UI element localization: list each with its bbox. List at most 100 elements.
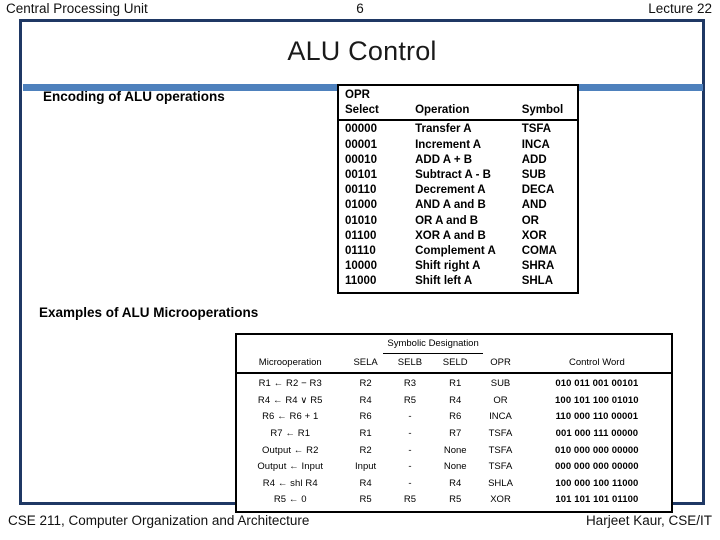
micro-group-spacer-left	[237, 335, 343, 355]
cell-select: 00110	[345, 184, 377, 197]
alu-header-operation: Operation	[415, 103, 522, 122]
cell-operation: ADD A + B	[415, 153, 473, 166]
cell-select: 10000	[345, 260, 377, 273]
cell-operation: Increment A	[415, 138, 482, 151]
cell-symbol: DECA	[521, 184, 555, 197]
table-row: 01010 OR A and B OR	[339, 214, 577, 229]
alu-header-opr: OPR	[345, 89, 370, 101]
cell-select: 00101	[345, 169, 377, 182]
table-row: R4 ← R4 ∨ R5 R4 R5 R4 OR 100 101 100 010…	[237, 393, 671, 410]
table-row: 00101 Subtract A - B SUB	[339, 168, 577, 183]
cell-control-word: 010 011 001 00101	[555, 378, 639, 390]
cell-select: 01010	[345, 214, 377, 227]
cell-selb: R3	[403, 378, 417, 390]
alu-encoding-table: OPR Select Operation Symbol 00000 Transf…	[337, 84, 579, 294]
cell-microoperation: R7 ← R1	[270, 427, 311, 439]
slide-header: Central Processing Unit 6 Lecture 22	[0, 0, 720, 20]
table-row: 00001 Increment A INCA	[339, 138, 577, 153]
cell-operation: Shift right A	[415, 260, 481, 273]
cell-control-word: 010 000 000 00000	[555, 444, 639, 456]
cell-opr: TSFA	[488, 461, 513, 473]
cell-selb: R5	[403, 394, 417, 406]
header-slide-number: 6	[356, 1, 364, 16]
cell-operation: Transfer A	[415, 123, 472, 136]
header-course-title: Central Processing Unit	[6, 1, 148, 16]
micro-group-symbolic-designation-label: Symbolic Designation	[383, 337, 483, 354]
cell-control-word: 001 000 111 00000	[555, 427, 639, 439]
cell-sela: R5	[359, 494, 372, 506]
alu-header-spacer-2	[522, 86, 577, 103]
table-row: 01110 Complement A COMA	[339, 244, 577, 259]
cell-control-word: 100 101 100 01010	[555, 394, 639, 406]
micro-group-spacer-right	[523, 335, 671, 355]
cell-symbol: OR	[521, 214, 539, 227]
micro-header-microoperation: Microoperation	[237, 354, 344, 375]
cell-seld: R1	[449, 378, 462, 390]
cell-microoperation: Output ← R2	[261, 444, 319, 456]
cell-operation: Decrement A	[415, 184, 486, 197]
table-row: 00010 ADD A + B ADD	[339, 153, 577, 168]
footer-author: Harjeet Kaur, CSE/IT	[585, 513, 712, 528]
cell-control-word: 100 000 100 11000	[555, 477, 639, 489]
cell-selb: -	[408, 461, 412, 473]
cell-seld: None	[443, 444, 467, 456]
cell-opr: TSFA	[488, 427, 513, 439]
cell-sela: Input	[355, 461, 377, 473]
cell-seld: None	[443, 461, 467, 473]
cell-operation: AND A and B	[415, 199, 486, 212]
table-row: 01100 XOR A and B XOR	[339, 229, 577, 244]
cell-symbol: TSFA	[521, 123, 552, 136]
cell-seld: R4	[449, 477, 462, 489]
cell-microoperation: R1 ← R2 − R3	[258, 378, 322, 390]
cell-symbol: COMA	[521, 245, 557, 258]
cell-microoperation: R5 ← 0	[273, 494, 307, 506]
header-lecture-label: Lecture 22	[648, 1, 712, 16]
cell-microoperation: Output ← Input	[257, 461, 324, 473]
micro-header-opr: OPR	[478, 354, 523, 375]
table-header-row: Microoperation SELA SELB SELD OPR Contro…	[237, 354, 671, 375]
slide-footer: CSE 211, Computer Organization and Archi…	[0, 510, 720, 538]
table-row: 00000 Transfer A TSFA	[339, 120, 577, 137]
cell-select: 01000	[345, 199, 377, 212]
cell-operation: XOR A and B	[415, 229, 486, 242]
micro-header-sela: SELA	[343, 354, 388, 375]
table-row: R6 ← R6 + 1 R6 - R6 INCA 110 000 110 000…	[237, 409, 671, 426]
cell-symbol: ADD	[521, 153, 547, 166]
micro-header-selb: SELB	[387, 354, 433, 375]
heading-examples-of-alu-microoperations: Examples of ALU Microoperations	[39, 305, 259, 320]
table-header-row: Select Operation Symbol	[339, 103, 577, 122]
cell-seld: R4	[449, 394, 462, 406]
microoperations-table: Symbolic Designation Microoperation SELA…	[235, 333, 673, 513]
slide-body: ALU Control Encoding of ALU operations E…	[22, 22, 703, 513]
table-row: Output ← R2 R2 - None TSFA 010 000 000 0…	[237, 443, 671, 460]
cell-selb: -	[408, 477, 412, 489]
cell-select: 00001	[345, 138, 377, 151]
cell-opr: XOR	[490, 494, 511, 506]
cell-sela: R2	[359, 378, 372, 390]
table-row: R4 ← shl R4 R4 - R4 SHLA 100 000 100 110…	[237, 476, 671, 493]
cell-sela: R4	[359, 394, 372, 406]
micro-header-control-word: Control Word	[522, 354, 671, 375]
micro-header-seld: SELD	[432, 354, 479, 375]
cell-select: 11000	[345, 275, 377, 288]
cell-symbol: SHLA	[521, 275, 554, 288]
cell-control-word: 101 101 101 01100	[555, 494, 639, 506]
cell-symbol: AND	[521, 199, 547, 212]
cell-microoperation: R4 ← shl R4	[262, 477, 318, 489]
cell-opr: SHLA	[488, 477, 513, 489]
cell-seld: R5	[449, 494, 462, 506]
table-row: 11000 Shift left A SHLA	[339, 274, 577, 291]
table-row: 01000 AND A and B AND	[339, 198, 577, 213]
table-row: R5 ← 0 R5 R5 R5 XOR 101 101 101 01100	[237, 492, 671, 511]
cell-symbol: XOR	[521, 229, 547, 242]
table-row: R7 ← R1 R1 - R7 TSFA 001 000 111 00000	[237, 426, 671, 443]
cell-control-word: 110 000 110 00001	[555, 411, 639, 423]
table-row: 00110 Decrement A DECA	[339, 183, 577, 198]
cell-opr: INCA	[489, 411, 512, 423]
alu-header-spacer-1	[415, 86, 522, 103]
cell-seld: R6	[449, 411, 462, 423]
cell-selb: -	[408, 411, 412, 423]
cell-seld: R7	[449, 427, 462, 439]
cell-selb: -	[408, 427, 412, 439]
cell-symbol: INCA	[521, 138, 550, 151]
